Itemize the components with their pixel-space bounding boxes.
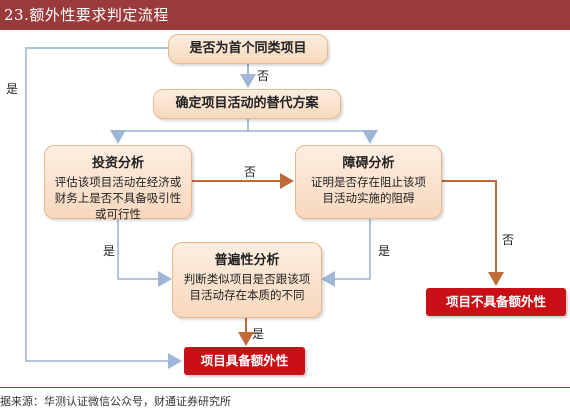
label-barrier-no: 否 xyxy=(502,233,515,247)
result-additional: 项目具备额外性 xyxy=(184,347,305,375)
node-common-practice: 普遍性分析 判断类似项目是否跟该项目活动存在本质的不同 xyxy=(172,242,322,318)
result-not-additional: 项目不具备额外性 xyxy=(426,288,566,316)
edge-investment-yes xyxy=(117,218,172,287)
node-common-practice-head: 普遍性分析 xyxy=(214,253,280,268)
node-barrier-body: 证明是否存在阻止该项目活动实施的阻碍 xyxy=(311,175,426,205)
node-barrier: 障碍分析 证明是否存在阻止该项目活动实施的阻碍 xyxy=(295,145,442,219)
node-common-practice-body: 判断类似项目是否跟该项目活动存在本质的不同 xyxy=(183,272,311,302)
footer-divider xyxy=(0,387,570,388)
figure-title: 23.额外性要求判定流程 xyxy=(0,0,570,30)
edge-barrier-no xyxy=(442,180,504,286)
label-barrier-yes: 是 xyxy=(378,244,391,258)
node-first-of-kind: 是否为首个同类项目 xyxy=(168,34,328,64)
node-investment-body: 评估该项目活动在经济或财务上是否不具备吸引性或可行性 xyxy=(54,175,182,221)
label-first-yes: 是 xyxy=(6,82,19,96)
source-note: 据来源：华测认证微信公众号，财通证券研究所 xyxy=(0,395,231,408)
node-investment: 投资分析 评估该项目活动在经济或财务上是否不具备吸引性或可行性 xyxy=(44,145,192,221)
node-investment-head: 投资分析 xyxy=(91,156,144,171)
edge-barrier-yes xyxy=(321,218,371,287)
node-alternative: 确定项目活动的替代方案 xyxy=(153,89,341,119)
label-first-no: 否 xyxy=(257,69,270,83)
edge-first-yes xyxy=(25,47,182,369)
label-investment-yes: 是 xyxy=(103,244,116,258)
node-alternative-label: 确定项目活动的替代方案 xyxy=(175,96,319,111)
node-first-of-kind-label: 是否为首个同类项目 xyxy=(189,41,307,56)
label-common-yes: 是 xyxy=(252,327,265,341)
node-barrier-head: 障碍分析 xyxy=(342,156,395,171)
label-investment-no: 否 xyxy=(244,165,257,179)
